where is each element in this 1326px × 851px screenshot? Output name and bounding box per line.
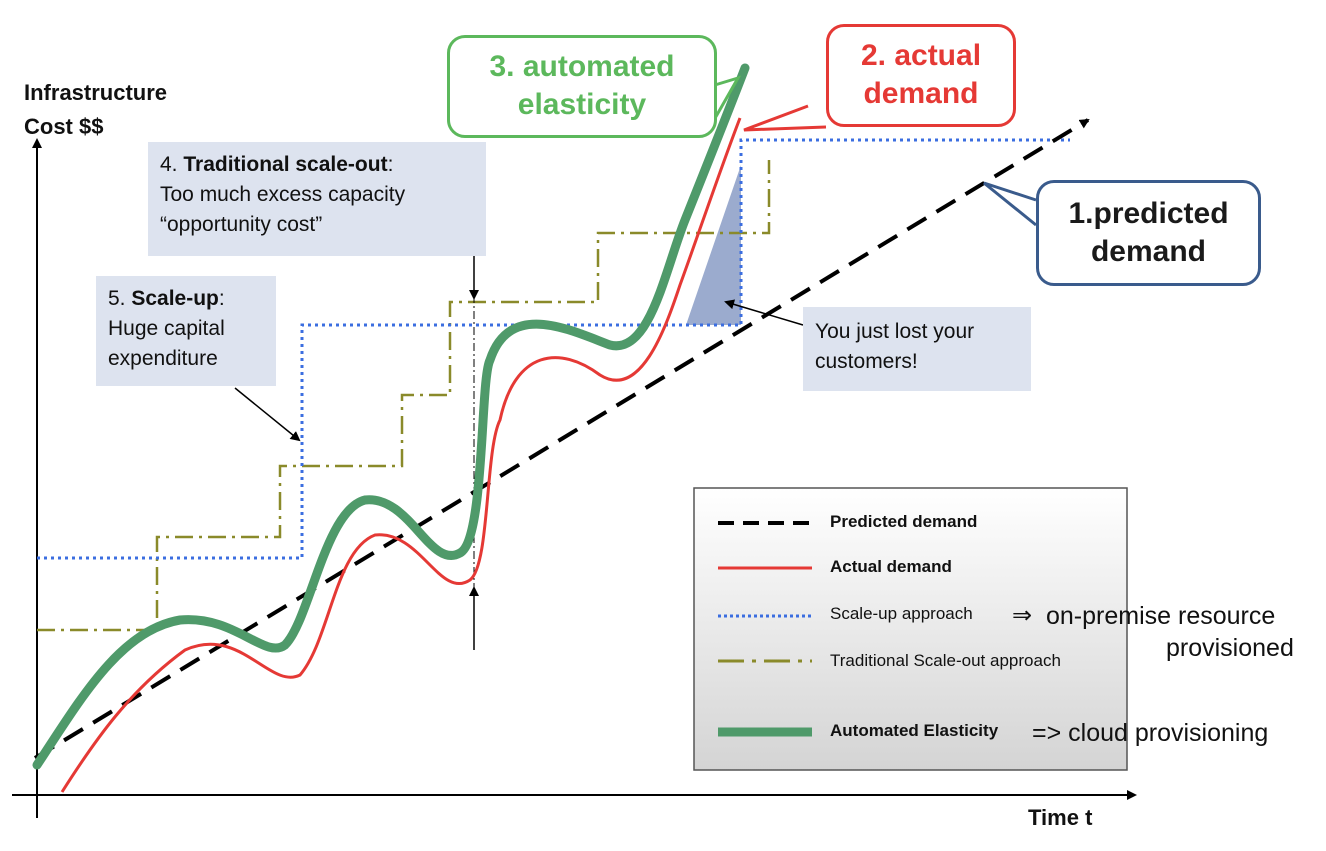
automated-callout-line2: elasticity — [517, 88, 647, 121]
x-axis-label: Time t — [1028, 805, 1093, 830]
onpremise-text-line2: provisioned — [1166, 634, 1294, 662]
scaleup-note-title: Scale-up — [131, 287, 219, 310]
cloud-provisioning-text: => cloud provisioning — [1032, 719, 1269, 747]
lost-note-line2: customers! — [815, 350, 918, 373]
actual-demand-callout: 2. actual demand — [826, 24, 1016, 127]
traditional-note-title: Traditional scale-out — [183, 153, 388, 176]
scaleup-line — [37, 138, 1070, 560]
automated-elasticity-curve — [32, 63, 750, 770]
legend-label-actual: Actual demand — [830, 557, 952, 576]
actual-callout-tail — [743, 104, 827, 132]
scaleup-note-prefix: 5. — [108, 287, 132, 310]
legend-label-predicted: Predicted demand — [830, 512, 978, 531]
lost-customers-area — [686, 165, 741, 325]
scaleup-note-arrow — [234, 387, 301, 442]
traditional-note-line1: 4. Traditional scale-out: — [160, 150, 474, 180]
scaleup-note: 5. Scale-up: Huge capital expenditure — [96, 276, 276, 386]
scaleup-note-line2: Huge capital — [108, 317, 225, 340]
y-axis-label-line2: Cost $$ — [24, 114, 104, 139]
implies-arrow-symbol: ⇒ — [1012, 602, 1033, 629]
traditional-note-line3: “opportunity cost” — [160, 213, 323, 236]
scaleup-note-line1: 5. Scale-up: — [108, 284, 264, 314]
automated-callout-line1: 3. automated — [489, 50, 675, 83]
predicted-callout-line1: 1.predicted — [1068, 197, 1229, 230]
traditional-note-prefix: 4. — [160, 153, 184, 176]
predicted-callout-tail — [983, 181, 1037, 227]
traditional-note-line2: Too much excess capacity — [160, 183, 406, 206]
actual-callout-line1: 2. actual — [860, 39, 982, 72]
traditional-scaleout-note: 4. Traditional scale-out: Too much exces… — [148, 142, 486, 256]
predicted-callout-line2: demand — [1090, 235, 1207, 268]
scaleup-note-suffix: : — [218, 287, 225, 310]
legend-box — [693, 487, 1128, 771]
predicted-demand-callout: 1.predicted demand — [1036, 180, 1261, 286]
onpremise-text-line1: on-premise resource — [1046, 602, 1276, 630]
actual-callout-line2: demand — [863, 77, 979, 110]
actual-demand-curve — [60, 117, 742, 793]
traditional-scaleout-line — [37, 160, 771, 632]
automated-elasticity-callout: 3. automated elasticity — [447, 35, 717, 138]
predicted-demand-line — [33, 118, 1090, 760]
lost-note-line1: You just lost your — [815, 320, 975, 343]
lost-customers-note: You just lost your customers! — [803, 307, 1031, 391]
scaleup-note-line3: expenditure — [108, 347, 218, 370]
traditional-note-suffix: : — [387, 153, 394, 176]
y-axis-label-line1: Infrastructure — [24, 80, 168, 105]
lost-note-arrow — [724, 299, 804, 326]
legend-label-elastic: Automated Elasticity — [830, 721, 999, 740]
legend-label-scaleup: Scale-up approach — [830, 604, 973, 623]
legend-label-traditional: Traditional Scale-out approach — [830, 651, 1061, 670]
